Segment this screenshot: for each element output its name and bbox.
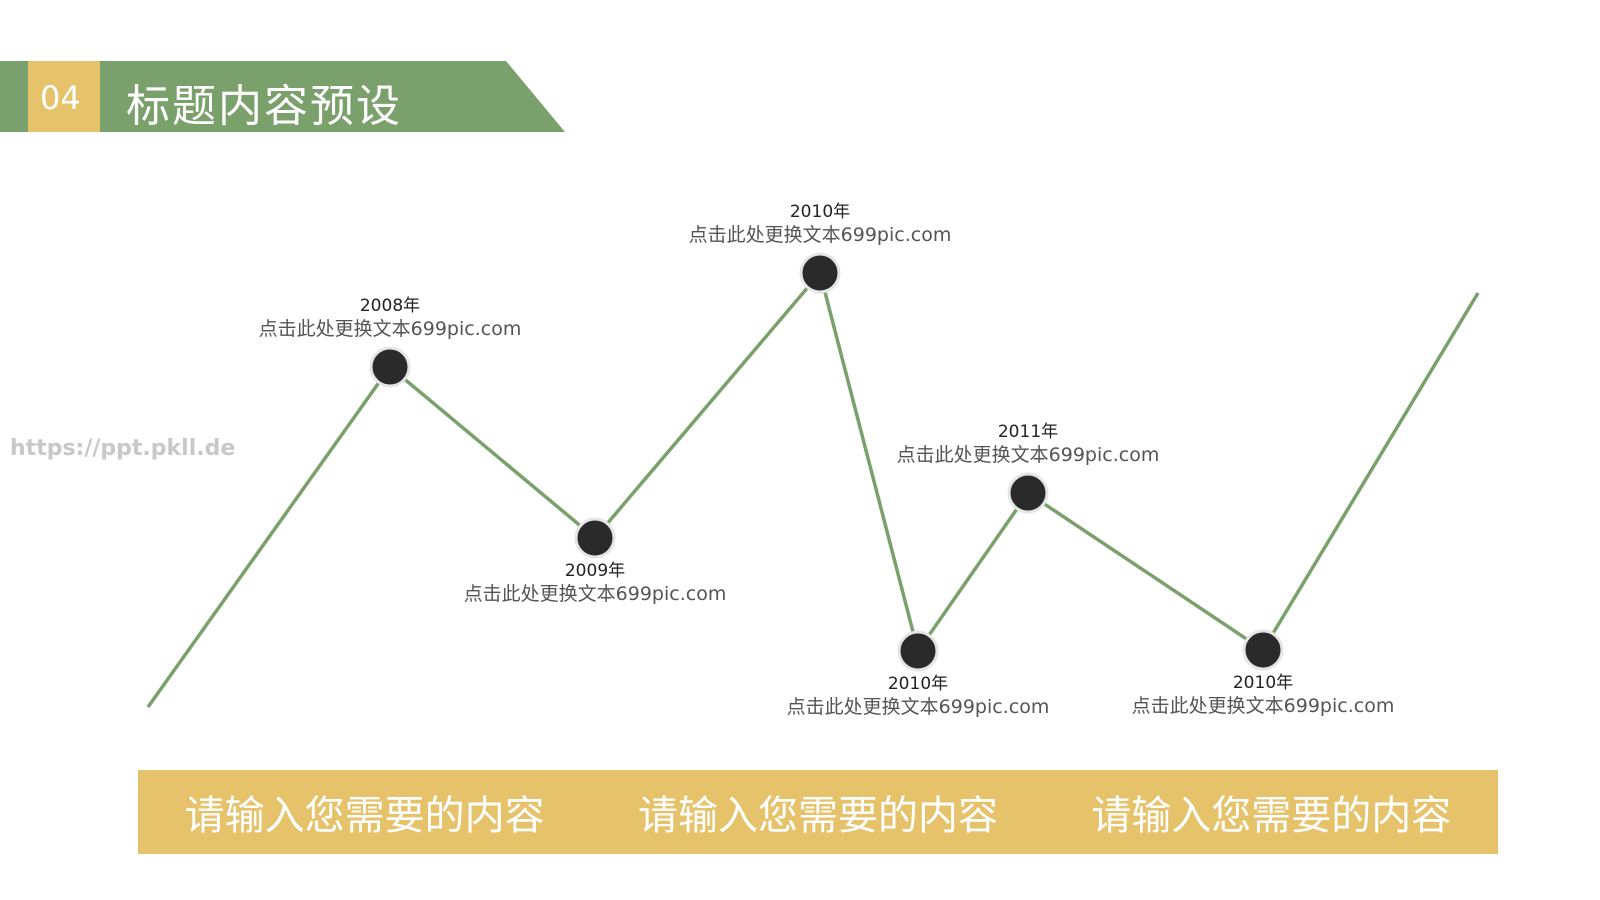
node-year: 2011年 (997, 422, 1059, 442)
timeline-node (897, 630, 939, 672)
node-label: 2011年点击此处更换文本699pic.com (897, 421, 1160, 467)
node-label: 2008年点击此处更换文本699pic.com (259, 295, 522, 341)
node-year: 2009年 (564, 561, 626, 581)
section-number: 04 (40, 79, 81, 117)
node-text: 点击此处更换文本699pic.com (463, 583, 727, 605)
node-text: 点击此处更换文本699pic.com (896, 444, 1160, 466)
bottom-text-1: 请输入您需要的内容 (184, 793, 545, 839)
page-title: 标题内容预设 (126, 81, 402, 132)
timeline-line (146, 269, 1480, 709)
timeline-node (1242, 629, 1284, 671)
node-year: 2008年 (359, 296, 421, 316)
node-label: 2010年点击此处更换文本699pic.com (689, 201, 952, 247)
node-text: 点击此处更换文本699pic.com (688, 224, 952, 246)
timeline-diagram (146, 252, 1480, 709)
timeline-node (1007, 472, 1049, 514)
timeline-node (369, 346, 411, 388)
node-year: 2010年 (1232, 673, 1294, 693)
node-year: 2010年 (887, 674, 949, 694)
node-label: 2010年点击此处更换文本699pic.com (1132, 672, 1395, 718)
node-text: 点击此处更换文本699pic.com (258, 318, 522, 340)
timeline-node (799, 252, 841, 294)
node-label: 2010年点击此处更换文本699pic.com (787, 673, 1050, 719)
bottom-text-3: 请输入您需要的内容 (1091, 793, 1452, 839)
node-text: 点击此处更换文本699pic.com (786, 696, 1050, 718)
node-year: 2010年 (789, 202, 851, 222)
watermark: https://ppt.pkll.de (10, 436, 236, 461)
node-label: 2009年点击此处更换文本699pic.com (464, 560, 727, 606)
bottom-banner: 请输入您需要的内容 请输入您需要的内容 请输入您需要的内容 (138, 770, 1498, 854)
header-banner (0, 61, 565, 132)
node-text: 点击此处更换文本699pic.com (1131, 695, 1395, 717)
bottom-text-2: 请输入您需要的内容 (637, 793, 998, 839)
timeline-node (574, 517, 616, 559)
